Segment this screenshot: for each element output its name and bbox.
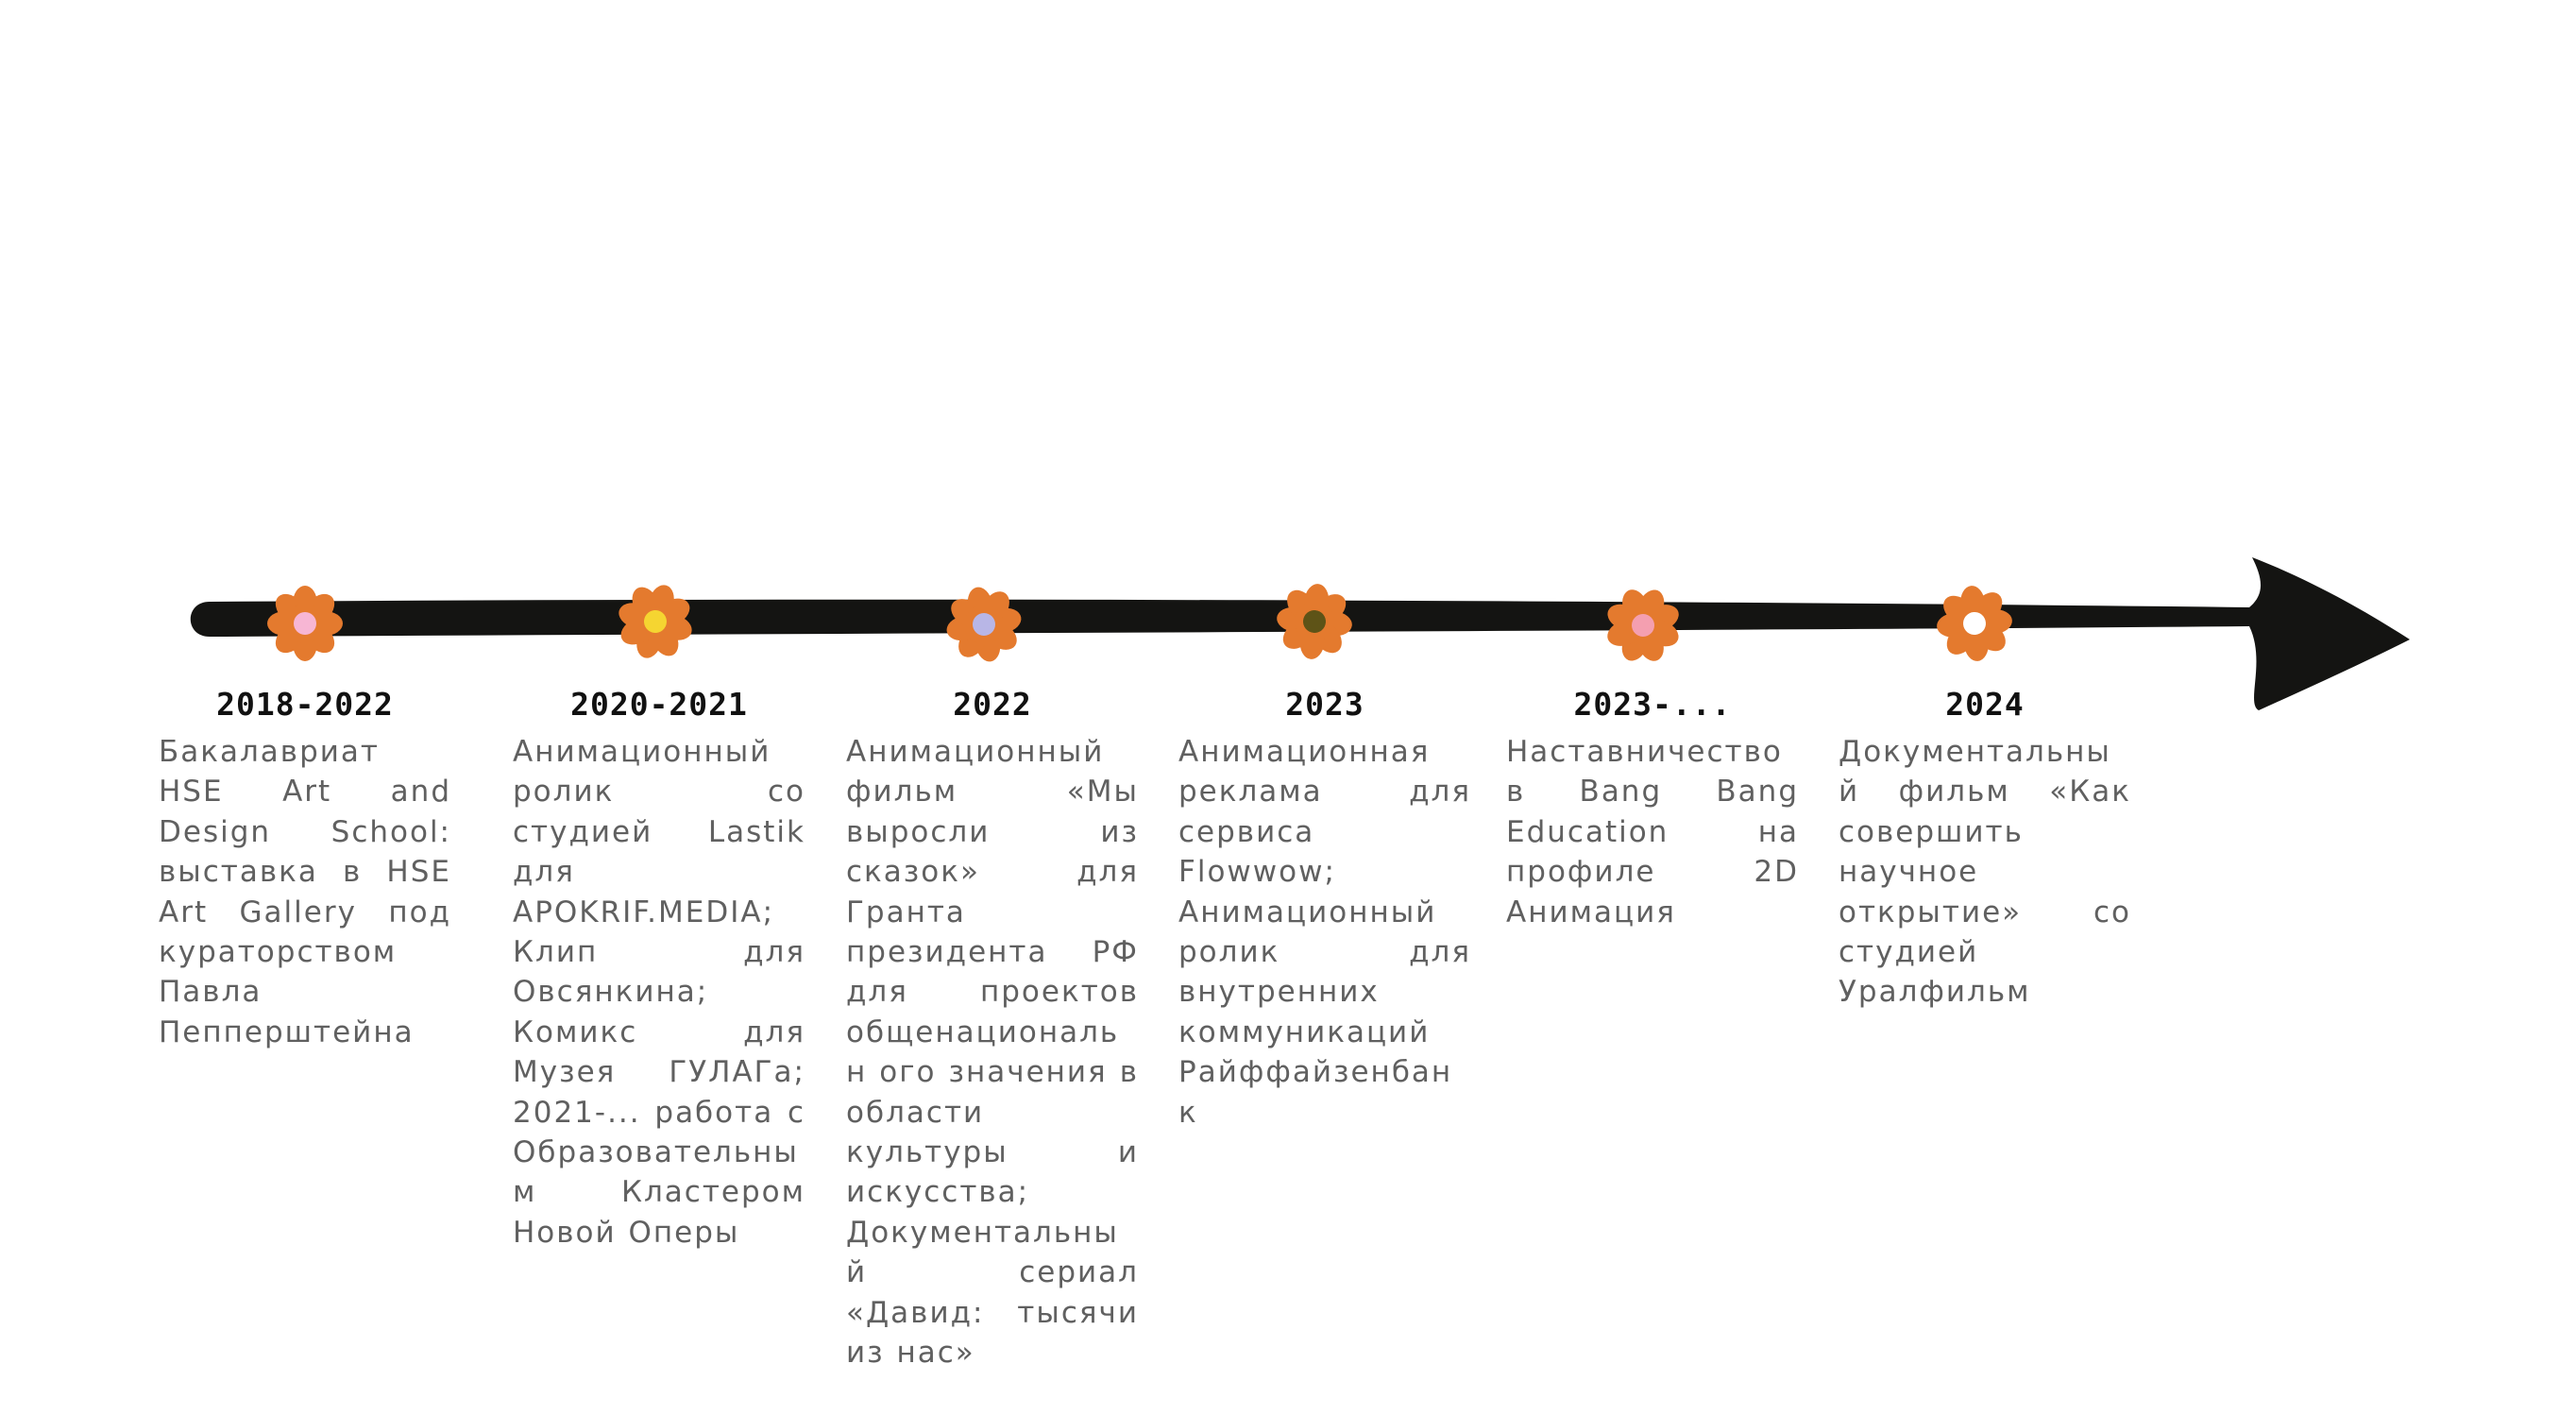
entry-year: 2023	[1285, 686, 1364, 723]
flower-center	[644, 610, 667, 633]
flower-center	[294, 612, 316, 635]
entry-year: 2018-2022	[216, 686, 394, 723]
entry-description: Анимационный фильм «Мы выросли из сказок…	[846, 735, 1139, 1371]
entry-year: 2020-2021	[570, 686, 748, 723]
flower-center	[1303, 610, 1326, 633]
timeline-flowers	[267, 584, 2012, 662]
timeline-entry: 2023-... Наставничество в Bang Bang Educa…	[1506, 686, 1799, 932]
flower-icon	[267, 586, 343, 661]
flower-icon	[1277, 584, 1352, 659]
entry-description: Документальный фильм «Как совершить науч…	[1839, 735, 2131, 1010]
entry-year: 2024	[1945, 686, 2025, 723]
entry-description: Наставничество в Bang Bang Education на …	[1506, 735, 1799, 929]
entry-description: Анимационная реклама для сервиса Flowwow…	[1178, 735, 1471, 1130]
flower-center	[1632, 614, 1654, 637]
entry-year: 2023-...	[1573, 686, 1732, 723]
flower-icon	[1607, 589, 1679, 661]
flower-icon	[1937, 586, 2012, 661]
flower-icon	[946, 587, 1022, 662]
flower-center	[973, 613, 995, 636]
entry-description: Анимационный ролик со студией Lastik для…	[513, 735, 805, 1250]
entry-description: Бакалавриат HSE Art and Design School: в…	[159, 735, 451, 1049]
flower-center	[1963, 612, 1986, 635]
entry-year: 2022	[953, 686, 1032, 723]
flower-icon	[619, 585, 692, 658]
